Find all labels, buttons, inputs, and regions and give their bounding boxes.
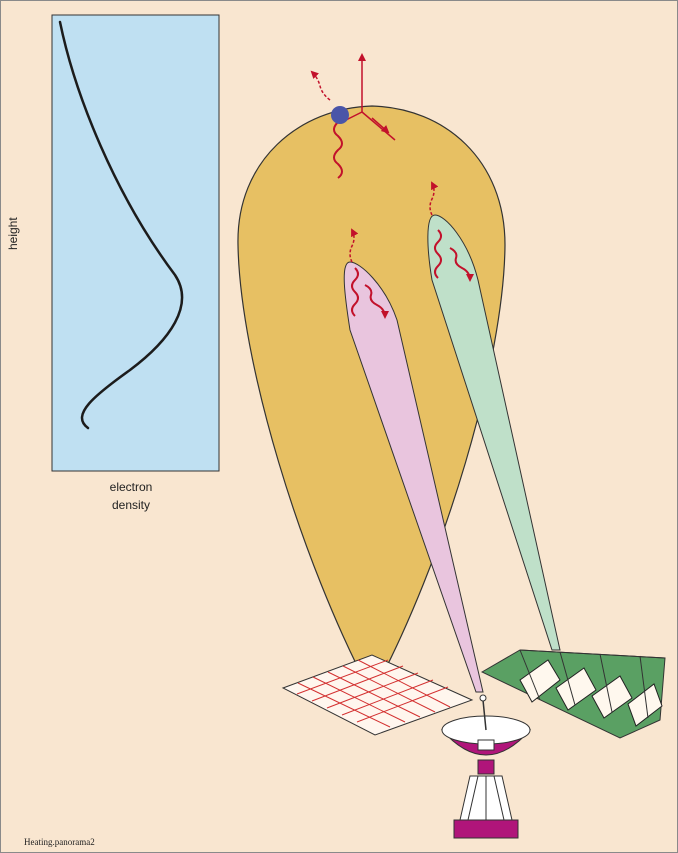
escape-arrow bbox=[312, 72, 330, 100]
x-axis-label-line1: electron bbox=[96, 480, 166, 494]
footer-caption: Heating.panorama2 bbox=[24, 837, 95, 847]
dish-antenna bbox=[442, 695, 530, 838]
antenna-grid-base bbox=[283, 655, 472, 735]
y-axis-label: height bbox=[6, 217, 20, 250]
electron-particle bbox=[331, 106, 349, 124]
dish-base bbox=[454, 820, 518, 838]
heated-volume bbox=[238, 106, 505, 695]
density-graph bbox=[52, 15, 219, 471]
x-axis-label-line2: density bbox=[96, 498, 166, 512]
antenna-grid bbox=[283, 655, 472, 735]
